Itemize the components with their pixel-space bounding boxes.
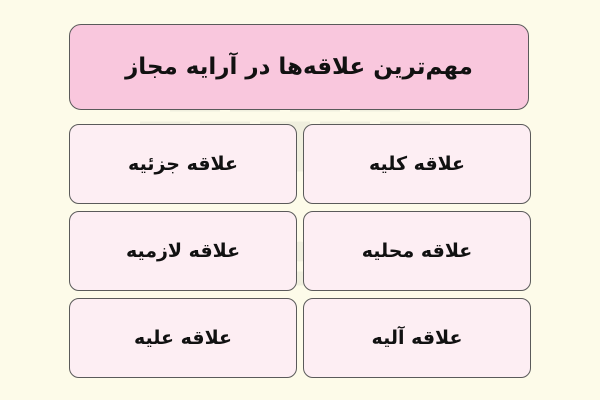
relation-box-aliye: علاقه آلیه [303, 298, 531, 378]
relation-box-mahalliye: علاقه محلیه [303, 211, 531, 291]
relation-label: علاقه کلیه [368, 153, 466, 175]
relation-box-joziye: علاقه جزئیه [69, 124, 297, 204]
header-box: مهم‌ترین علاقه‌ها در آرایه مجاز [69, 24, 529, 110]
header-title: مهم‌ترین علاقه‌ها در آرایه مجاز [125, 54, 473, 80]
relations-grid: علاقه کلیه علاقه جزئیه علاقه محلیه علاقه… [69, 124, 531, 378]
relation-label: علاقه جزئیه [128, 153, 238, 175]
relation-box-lazemiye: علاقه لازمیه [69, 211, 297, 291]
relation-label: علاقه محلیه [361, 240, 473, 262]
relation-label: علاقه لازمیه [125, 240, 241, 262]
relation-label: علاقه علیه [134, 327, 232, 349]
relation-box-kolliye: علاقه کلیه [303, 124, 531, 204]
relation-label: علاقه آلیه [371, 327, 463, 349]
relation-box-elliye: علاقه علیه [69, 298, 297, 378]
